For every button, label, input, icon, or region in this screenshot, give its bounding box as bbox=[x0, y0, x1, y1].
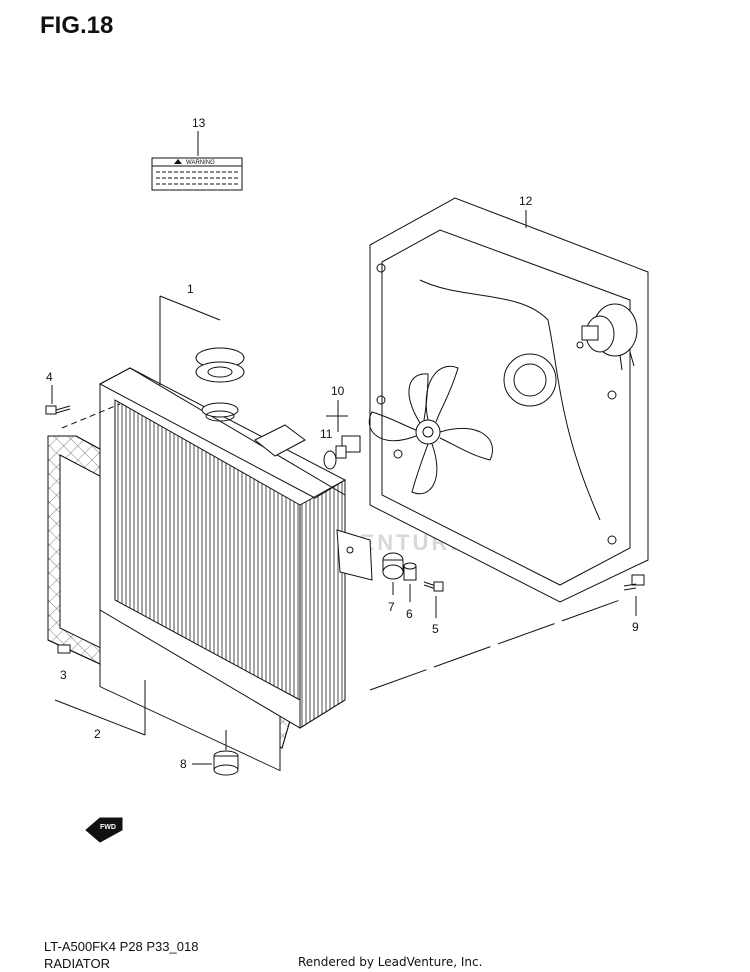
grommet-7[interactable] bbox=[382, 552, 404, 595]
section-name: RADIATOR bbox=[44, 956, 110, 971]
callout-10: 10 bbox=[331, 384, 345, 398]
callout-6: 6 bbox=[406, 607, 413, 621]
thermo-switch[interactable] bbox=[326, 400, 361, 459]
fan-motor bbox=[576, 303, 638, 371]
o-ring[interactable] bbox=[323, 450, 337, 470]
cushion-8[interactable] bbox=[192, 730, 239, 776]
fan-shroud-assembly[interactable] bbox=[368, 197, 649, 603]
bolt-4[interactable] bbox=[45, 385, 71, 415]
callout-2: 2 bbox=[94, 727, 101, 741]
callout-1: 1 bbox=[187, 282, 194, 296]
callout-8: 8 bbox=[180, 757, 187, 771]
leader-2b bbox=[54, 699, 146, 736]
callout-5: 5 bbox=[432, 622, 439, 636]
radiator-body[interactable] bbox=[98, 295, 347, 729]
leader-1b bbox=[159, 295, 221, 321]
figure-title: FIG.18 bbox=[40, 12, 114, 39]
callout-13: 13 bbox=[192, 116, 206, 130]
decal-text: WARNING bbox=[186, 160, 215, 166]
warning-decal[interactable]: WARNING bbox=[151, 131, 243, 191]
model-code: LT-A500FK4 P28 P33_018 bbox=[44, 939, 199, 954]
fwd-text: FWD bbox=[100, 824, 116, 831]
callout-11: 11 bbox=[320, 427, 333, 441]
rendered-by: Rendered by LeadVenture, Inc. bbox=[298, 955, 483, 969]
assembly-line-bolt4 bbox=[61, 403, 121, 429]
fwd-arrow-icon: FWD bbox=[85, 817, 123, 843]
callout-3: 3 bbox=[60, 668, 67, 682]
collar-6[interactable] bbox=[403, 562, 417, 602]
bolt-5[interactable] bbox=[423, 581, 444, 618]
radiator-cap[interactable] bbox=[195, 347, 245, 422]
radiator-bracket[interactable] bbox=[336, 529, 373, 581]
callout-9: 9 bbox=[632, 620, 639, 634]
assembly-line-lower bbox=[369, 599, 621, 691]
callout-7: 7 bbox=[388, 600, 395, 614]
callout-12: 12 bbox=[519, 194, 533, 208]
bolt-9[interactable] bbox=[623, 574, 645, 616]
fan-blades bbox=[368, 365, 493, 495]
callout-4: 4 bbox=[46, 370, 53, 384]
clip-part[interactable] bbox=[57, 644, 71, 654]
footer-left: LT-A500FK4 P28 P33_018 RADIATOR bbox=[44, 938, 198, 972]
